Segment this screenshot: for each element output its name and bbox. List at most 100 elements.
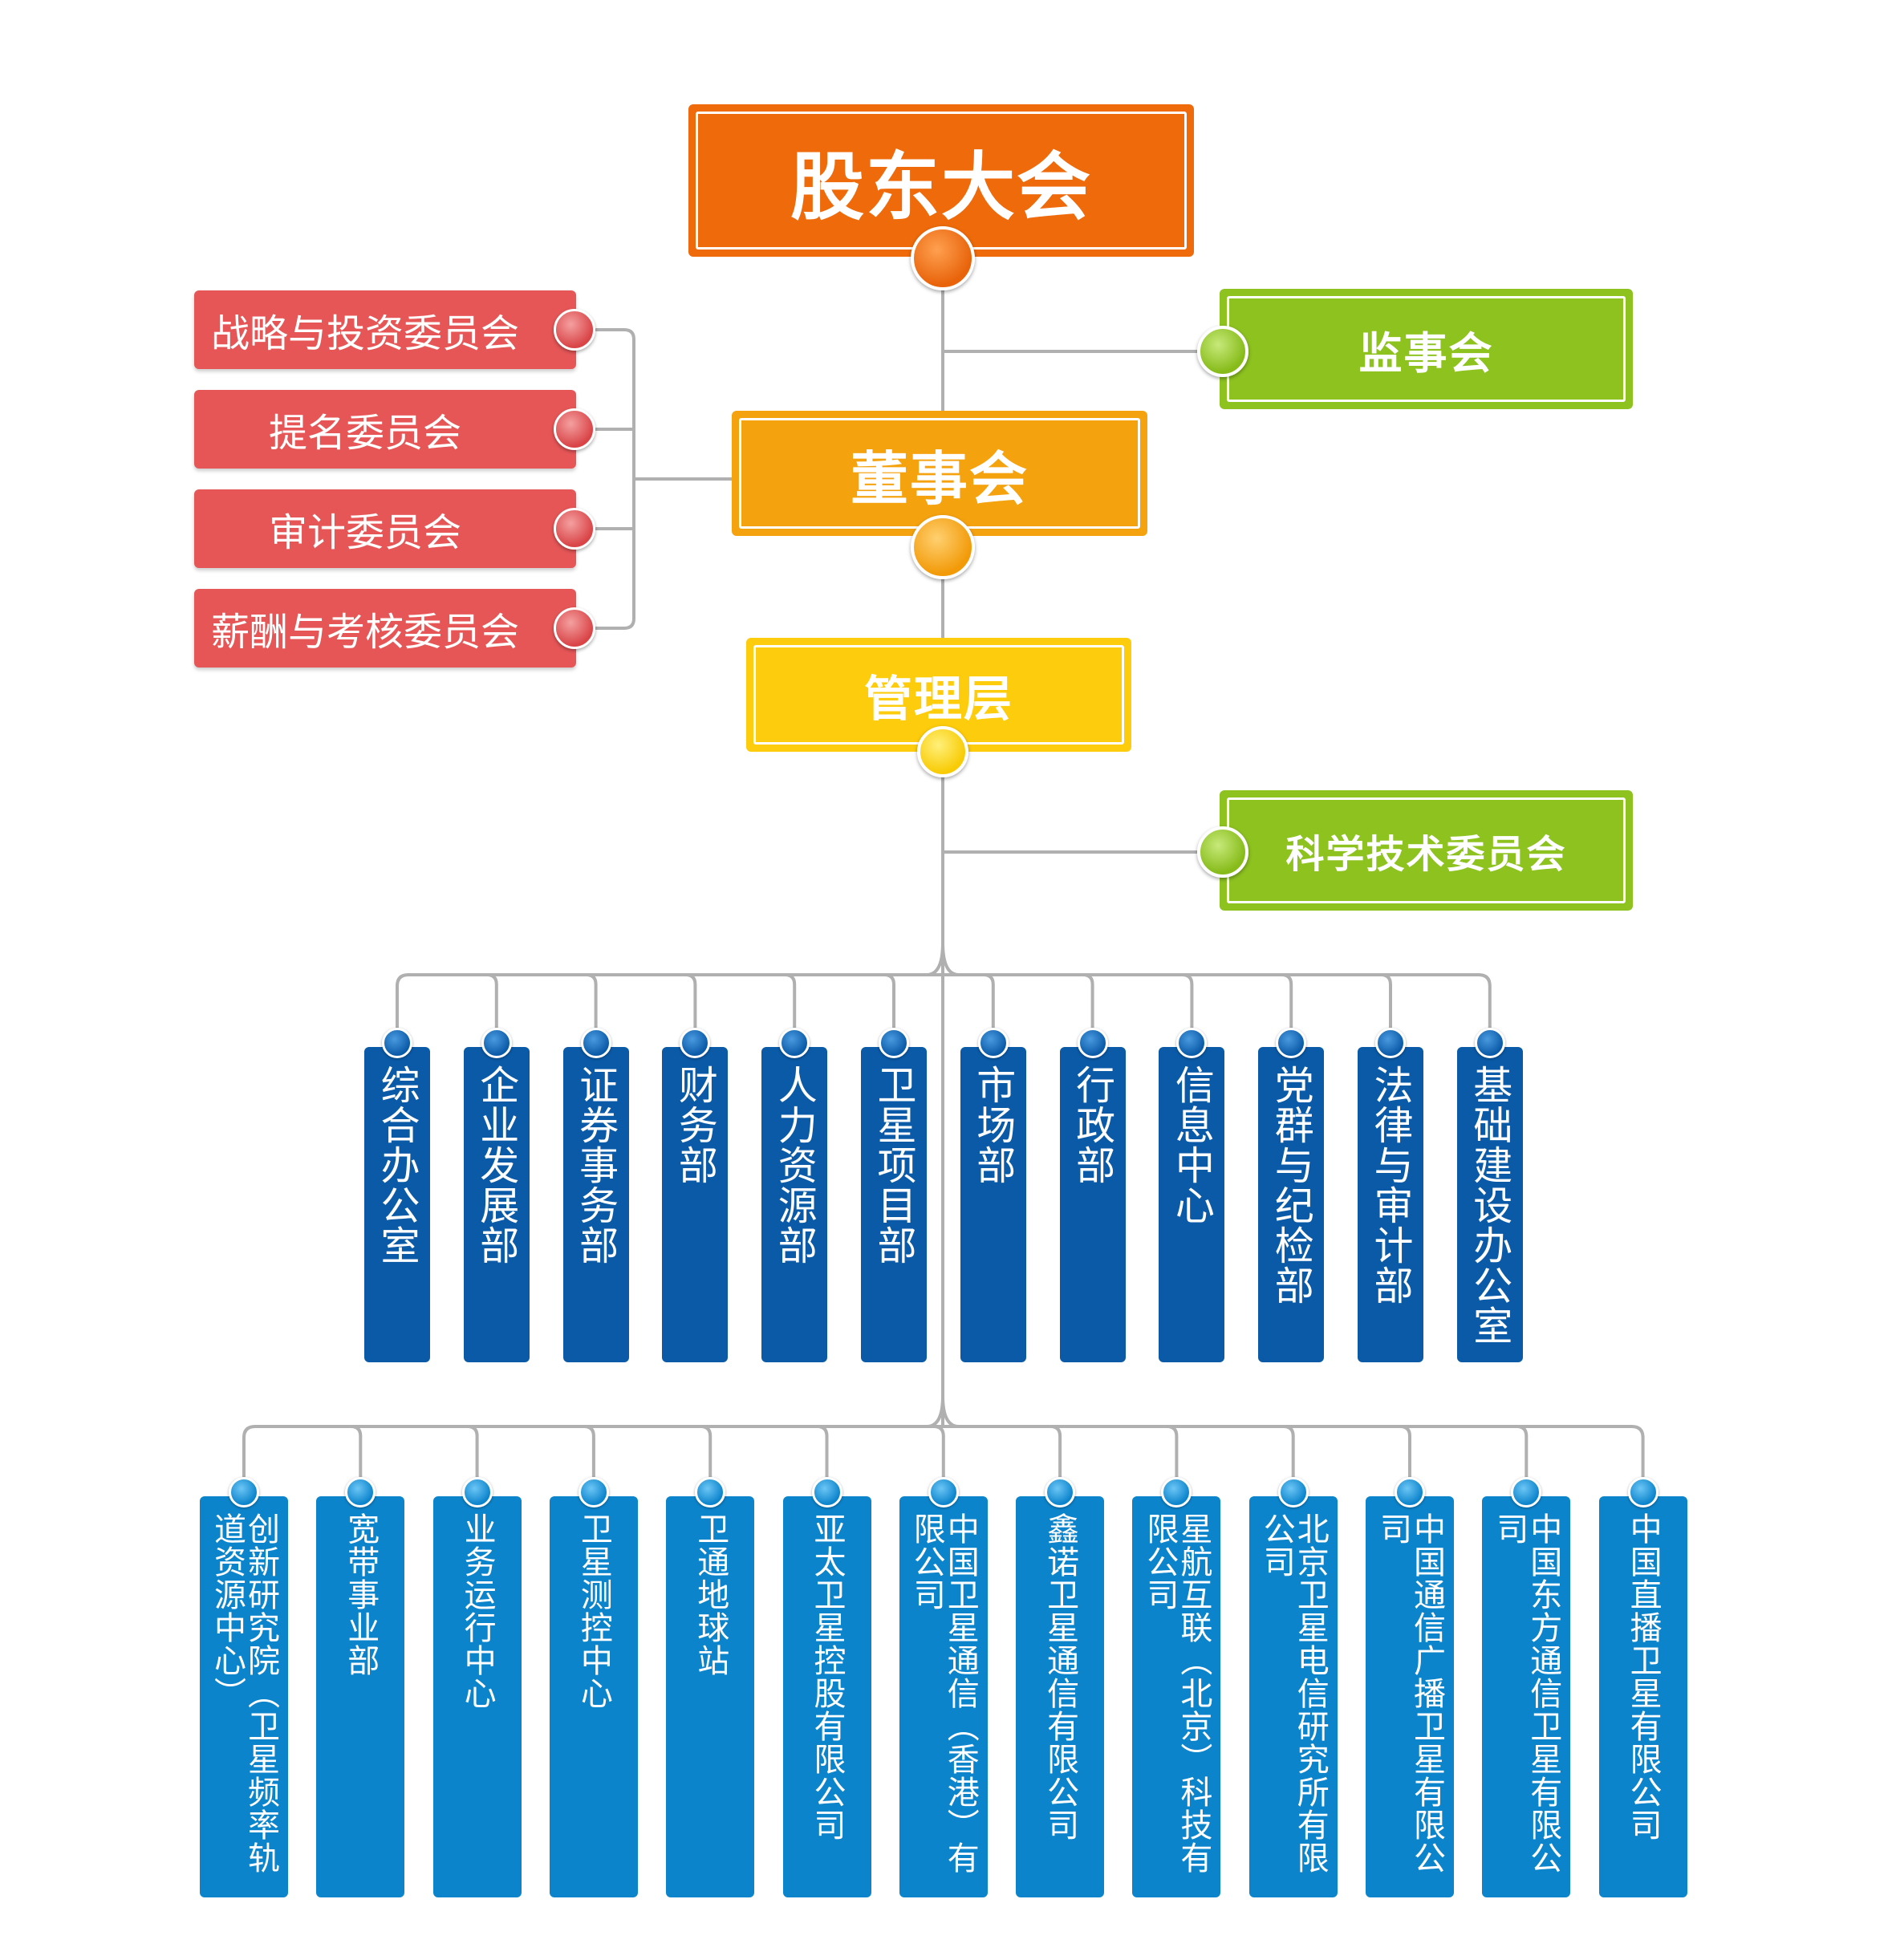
connector-line	[1516, 1425, 1529, 1477]
department-connector-dot	[779, 1028, 810, 1058]
department-box[interactable]: 行政部	[1059, 1047, 1126, 1362]
connector-line	[926, 942, 944, 976]
department-connector-dot	[481, 1028, 512, 1058]
department-box[interactable]: 信息中心	[1159, 1047, 1225, 1362]
department-label: 市场部	[970, 1065, 1017, 1185]
connector-line	[933, 1425, 945, 1477]
subsidiary-label: 业务运行中心	[458, 1512, 496, 1710]
connector-line	[1167, 1425, 1179, 1477]
subsidiary-connector-dot	[461, 1477, 493, 1508]
science-connector-dot	[1197, 826, 1248, 878]
connector-line	[1049, 1425, 1062, 1477]
connector-line	[1182, 973, 1194, 1028]
committee-box[interactable]: 提名委员会	[194, 390, 576, 469]
board-connector-dot	[911, 515, 975, 579]
department-box[interactable]: 卫星项目部	[861, 1047, 927, 1362]
department-label: 信息中心	[1168, 1065, 1215, 1225]
subsidiary-box[interactable]: 中国卫星通信（香港）有限公司	[899, 1496, 988, 1897]
subsidiary-label: 北京卫星电信研究所有限公司	[1257, 1512, 1329, 1874]
connector-line	[685, 973, 697, 1028]
department-connector-dot	[382, 1028, 412, 1058]
subsidiary-box[interactable]: 卫星测控中心	[549, 1496, 638, 1897]
committee-connector-dot	[554, 408, 595, 450]
subsidiary-label: 宽带事业部	[342, 1512, 380, 1677]
connector-line	[242, 1425, 1645, 1477]
department-connector-dot	[580, 1028, 611, 1058]
connector-line	[583, 1425, 595, 1477]
connector-line	[486, 973, 498, 1028]
department-box[interactable]: 市场部	[960, 1047, 1026, 1362]
science-technology-committee-box[interactable]: 科学技术委员会	[1220, 790, 1633, 911]
subsidiary-label: 中国东方通信卫星有限公司	[1491, 1512, 1562, 1874]
board-of-directors-label: 董事会	[850, 444, 1029, 513]
connector-line	[396, 973, 1492, 1028]
subsidiary-connector-dot	[345, 1477, 376, 1508]
department-label: 基础建设办公室	[1467, 1065, 1513, 1345]
subsidiary-label: 亚太卫星控股有限公司	[808, 1512, 846, 1841]
subsidiary-label: 中国通信广播卫星有限公司	[1374, 1512, 1445, 1874]
committee-box[interactable]: 薪酬与考核委员会	[194, 589, 576, 668]
committee-connector-dot	[554, 607, 595, 649]
department-box[interactable]: 党群与纪检部	[1258, 1047, 1325, 1362]
department-box[interactable]: 财务部	[662, 1047, 729, 1362]
department-box[interactable]: 人力资源部	[761, 1047, 828, 1362]
connector-line	[595, 328, 635, 630]
subsidiary-connector-dot	[229, 1477, 259, 1508]
management-connector-dot	[917, 726, 968, 777]
subsidiary-box[interactable]: 中国直播卫星有限公司	[1598, 1496, 1687, 1897]
subsidiary-box[interactable]: 业务运行中心	[432, 1496, 522, 1897]
subsidiary-box[interactable]: 星航互联（北京）科技有限公司	[1132, 1496, 1221, 1897]
department-label: 财务部	[672, 1065, 718, 1185]
supervisory-board-box[interactable]: 监事会	[1220, 289, 1633, 409]
committee-box[interactable]: 审计委员会	[194, 489, 576, 568]
department-box[interactable]: 企业发展部	[463, 1047, 530, 1362]
connector-line	[1082, 973, 1094, 1028]
connector-line	[926, 1395, 944, 1428]
subsidiary-box[interactable]: 卫通地球站	[666, 1496, 755, 1897]
connector-line	[1380, 973, 1392, 1028]
subsidiary-box[interactable]: 鑫诺卫星通信有限公司	[1016, 1496, 1105, 1897]
subsidiary-connector-dot	[811, 1477, 842, 1508]
subsidiary-label: 中国卫星通信（香港）有限公司	[907, 1512, 979, 1874]
subsidiary-connector-dot	[1627, 1477, 1658, 1508]
subsidiary-connector-dot	[1045, 1477, 1076, 1508]
department-label: 党群与纪检部	[1268, 1065, 1314, 1305]
subsidiary-box[interactable]: 中国通信广播卫星有限公司	[1366, 1496, 1454, 1897]
department-box[interactable]: 证券事务部	[562, 1047, 629, 1362]
subsidiary-label: 中国直播卫星有限公司	[1624, 1512, 1662, 1841]
connector-line	[1283, 1425, 1295, 1477]
department-label: 综合办公室	[374, 1065, 420, 1265]
subsidiary-box[interactable]: 宽带事业部	[316, 1496, 405, 1897]
department-box[interactable]: 综合办公室	[364, 1047, 430, 1362]
committee-label: 审计委员会	[268, 510, 461, 555]
department-label: 证券事务部	[573, 1065, 619, 1265]
department-connector-dot	[879, 1028, 909, 1058]
supervisory-board-label: 监事会	[1358, 327, 1494, 379]
subsidiary-connector-dot	[695, 1477, 726, 1508]
committee-box[interactable]: 战略与投资委员会	[194, 290, 576, 369]
connector-line	[351, 1425, 363, 1477]
subsidiary-box[interactable]: 创新研究院（卫星频率轨道资源中心）	[200, 1496, 288, 1897]
subsidiary-connector-dot	[1161, 1477, 1192, 1508]
subsidiary-box[interactable]: 亚太卫星控股有限公司	[782, 1496, 871, 1897]
subsidiary-connector-dot	[928, 1477, 959, 1508]
department-label: 卫星项目部	[871, 1065, 917, 1265]
department-connector-dot	[1276, 1028, 1307, 1058]
department-box[interactable]: 法律与审计部	[1358, 1047, 1423, 1362]
subsidiary-box[interactable]: 北京卫星电信研究所有限公司	[1248, 1496, 1338, 1897]
department-box[interactable]: 基础建设办公室	[1456, 1047, 1523, 1362]
connector-line	[941, 942, 960, 976]
department-connector-dot	[680, 1028, 711, 1058]
connector-line	[983, 973, 995, 1028]
science-technology-committee-label: 科学技术委员会	[1285, 832, 1567, 877]
subsidiary-connector-dot	[1395, 1477, 1425, 1508]
subsidiary-box[interactable]: 中国东方通信卫星有限公司	[1482, 1496, 1571, 1897]
supervisory-connector-dot	[1197, 326, 1248, 377]
connector-line	[586, 973, 598, 1028]
connector-line	[941, 1395, 960, 1428]
committee-label: 提名委员会	[268, 411, 461, 456]
subsidiary-connector-dot	[1277, 1477, 1309, 1508]
subsidiary-label: 创新研究院（卫星频率轨道资源中心）	[209, 1512, 279, 1874]
subsidiary-label: 卫通地球站	[692, 1512, 729, 1677]
